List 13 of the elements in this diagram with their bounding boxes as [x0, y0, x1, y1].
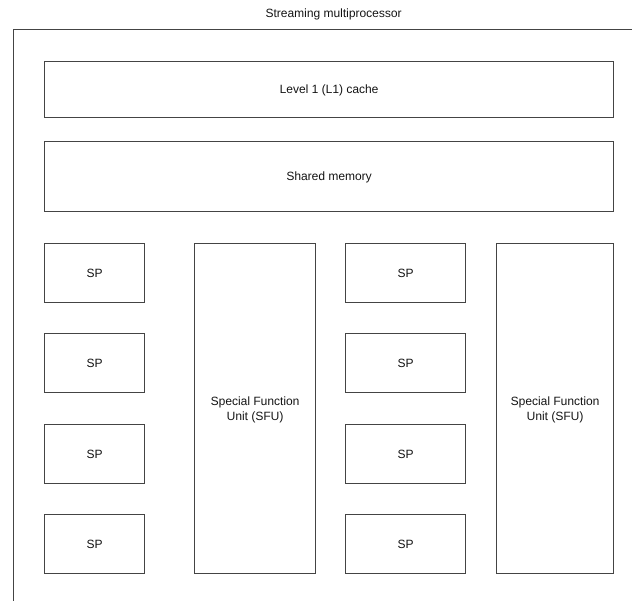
component-box: SP — [44, 243, 145, 303]
component-box: SP — [345, 333, 466, 393]
frame-title: Streaming multiprocessor — [264, 6, 403, 20]
component-box: Level 1 (L1) cache — [44, 61, 614, 118]
component-box: SP — [44, 514, 145, 574]
component-box: SP — [345, 424, 466, 484]
function-unit-box: Special Function Unit (SFU) — [194, 243, 316, 574]
component-box: SP — [345, 514, 466, 574]
component-box: SP — [44, 424, 145, 484]
component-box: SP — [345, 243, 466, 303]
component-box: Shared memory — [44, 141, 614, 212]
component-box: SP — [44, 333, 145, 393]
function-unit-box: Special Function Unit (SFU) — [496, 243, 614, 574]
